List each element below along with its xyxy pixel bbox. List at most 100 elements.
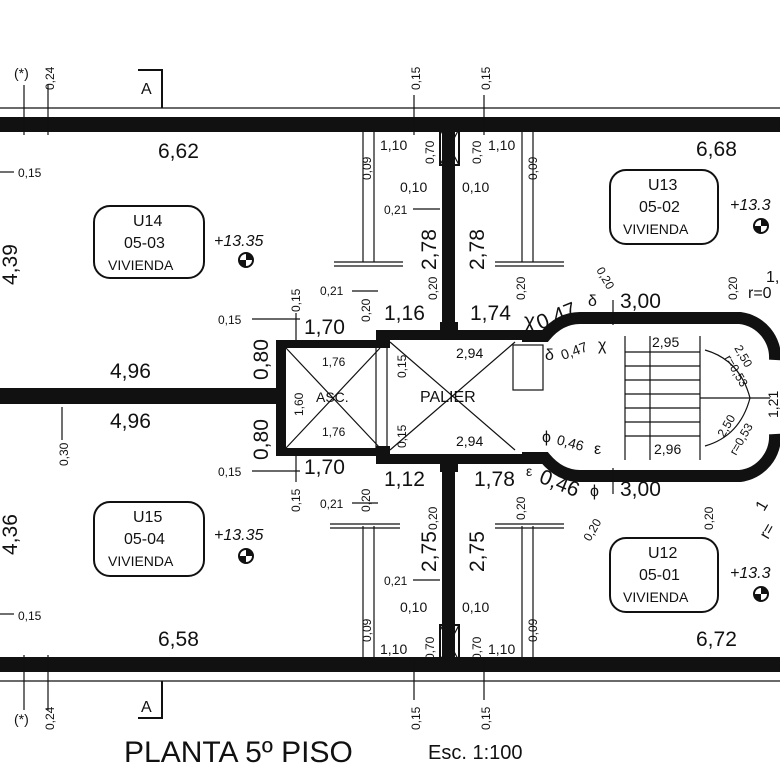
dim-0-70-c: 0,70 xyxy=(423,636,437,660)
dim-4-36: 4,36 xyxy=(0,514,22,555)
dim-0-21-b: 0,21 xyxy=(320,497,344,511)
dim-2-96: 2,96 xyxy=(654,441,681,457)
stairwell xyxy=(522,312,780,482)
thin-partitions xyxy=(0,107,780,682)
dim-0-30: 0,30 xyxy=(57,442,71,466)
dim-0-15-core-a: 0,15 xyxy=(395,354,409,378)
dim-2-75-right: 2,75 xyxy=(466,531,489,572)
dim-1-76-top: 1,76 xyxy=(322,355,346,369)
plan-scale: Esc. 1:100 xyxy=(428,742,523,764)
dim-0-15-core-b: 0,15 xyxy=(395,424,409,448)
dim-2-94-top: 2,94 xyxy=(456,345,483,361)
dim-0-15-elev-top: 0,15 xyxy=(218,313,242,327)
dim-4-39: 4,39 xyxy=(0,244,22,285)
angle-delta-top: δ xyxy=(588,293,597,310)
unit-level: +13.35 xyxy=(214,527,263,544)
label-palier: PALIER xyxy=(420,389,476,406)
south-wall xyxy=(0,657,780,672)
angle-eps-bottom: ε xyxy=(526,463,532,479)
unit-use: VIVIENDA xyxy=(623,221,689,237)
dim-0-47-mid: 0,47 xyxy=(559,338,590,362)
dim-top-0-15-a: 0,15 xyxy=(409,66,423,90)
dim-0-20-g: 0,20 xyxy=(726,276,740,300)
dim-0-20-e: 0,20 xyxy=(426,506,440,530)
dim-0-20-b: 0,20 xyxy=(426,276,440,300)
section-mark-bottom: A xyxy=(141,699,152,716)
dimension-lines xyxy=(0,85,614,710)
dim-4-96-bottom: 4,96 xyxy=(110,410,151,433)
dim-0-20-j: 0,20 xyxy=(580,516,604,544)
unit-use: VIVIENDA xyxy=(108,257,174,273)
dim-1-70-top: 1,70 xyxy=(304,316,345,339)
unit-code: 05-01 xyxy=(639,567,680,584)
stair-treads xyxy=(624,336,770,460)
dim-1-74: 1,74 xyxy=(470,302,511,325)
dim-2-95: 2,95 xyxy=(652,334,679,350)
dim-top-0-24: 0,24 xyxy=(43,66,57,90)
unit-u12: U12 05-01 VIVIENDA +13.3 xyxy=(609,537,771,613)
dim-0-09-b: 0,09 xyxy=(526,156,540,180)
dim-bottom-0-24: 0,24 xyxy=(43,706,57,730)
note-mark-bottom: (*) xyxy=(14,711,29,727)
dim-left-0-15-bottom: 0,15 xyxy=(18,609,42,623)
angle-chi-mid: χ xyxy=(598,337,607,354)
unit-code: 05-03 xyxy=(124,235,165,252)
dim-1-12: 1,12 xyxy=(384,468,425,491)
unit-id: U14 xyxy=(133,213,162,230)
dim-0-70-a: 0,70 xyxy=(423,140,437,164)
dim-6-58: 6,58 xyxy=(158,628,199,651)
party-wall-south xyxy=(442,462,455,657)
dim-0-10-b: 0,10 xyxy=(462,179,489,195)
dim-0-10-c: 0,10 xyxy=(400,599,427,615)
dim-0-46-mid: 0,46 xyxy=(555,431,586,454)
unit-level: +13.35 xyxy=(214,233,263,250)
dim-frag-r: r= xyxy=(757,521,779,542)
plan-title: PLANTA 5º PISO xyxy=(124,736,353,769)
dim-3-00-bottom: 3,00 xyxy=(620,478,661,501)
exterior-walls xyxy=(0,117,780,672)
dim-0-20-c: 0,20 xyxy=(514,276,528,300)
dim-2-75-left: 2,75 xyxy=(418,531,441,572)
dim-0-80-bottom: 0,80 xyxy=(250,419,273,460)
dim-0-15-elev-bottom: 0,15 xyxy=(218,465,242,479)
duct-shafts xyxy=(439,128,460,662)
dim-0-80-top: 0,80 xyxy=(250,339,273,380)
unit-code: 05-02 xyxy=(639,199,680,216)
section-mark-top: A xyxy=(141,81,152,98)
dim-frag-2: 1 xyxy=(753,498,772,514)
dim-1-76-bottom: 1,76 xyxy=(322,425,346,439)
dim-0-20-f: 0,20 xyxy=(514,496,528,520)
unit-u13: U13 05-02 VIVIENDA +13.3 xyxy=(609,169,771,245)
angle-phi-bottom: ϕ xyxy=(590,483,599,500)
dim-top-0-15-b: 0,15 xyxy=(479,66,493,90)
dim-frag-r0: r=0 xyxy=(748,285,772,302)
north-wall xyxy=(0,117,780,132)
dim-1-78: 1,78 xyxy=(474,468,515,491)
dim-0-15-v-bottom: 0,15 xyxy=(289,488,303,512)
angle-chi-top: χ xyxy=(524,310,535,333)
party-wall-west xyxy=(0,388,280,404)
dim-6-72: 6,72 xyxy=(696,628,737,651)
angle-delta-mid: δ xyxy=(545,347,554,364)
section-marks: A A xyxy=(138,69,163,719)
note-mark-top: (*) xyxy=(14,65,29,81)
dim-frag-1: 1, xyxy=(766,269,779,286)
unit-level: +13.3 xyxy=(730,565,771,582)
unit-id: U15 xyxy=(133,509,162,526)
dim-bottom-0-15-a: 0,15 xyxy=(409,706,423,730)
label-asc: ASC. xyxy=(316,389,349,405)
dim-2-78-right: 2,78 xyxy=(466,229,489,270)
dim-4-96-top: 4,96 xyxy=(110,360,151,383)
dim-1-10-c: 1,10 xyxy=(380,641,407,657)
dim-1-16: 1,16 xyxy=(384,302,425,325)
dim-0-09-c: 0,09 xyxy=(360,618,374,642)
dim-1-10-b: 1,10 xyxy=(488,137,515,153)
dim-2-78-left: 2,78 xyxy=(418,229,441,270)
landing-walls xyxy=(376,322,544,472)
dim-1-21: 1,21 xyxy=(765,391,780,418)
angle-eps-mid: ε xyxy=(594,441,601,458)
unit-use: VIVIENDA xyxy=(623,589,689,605)
unit-u15: U15 05-04 VIVIENDA +13.35 xyxy=(93,501,263,577)
angle-phi-mid: ϕ xyxy=(542,429,551,446)
